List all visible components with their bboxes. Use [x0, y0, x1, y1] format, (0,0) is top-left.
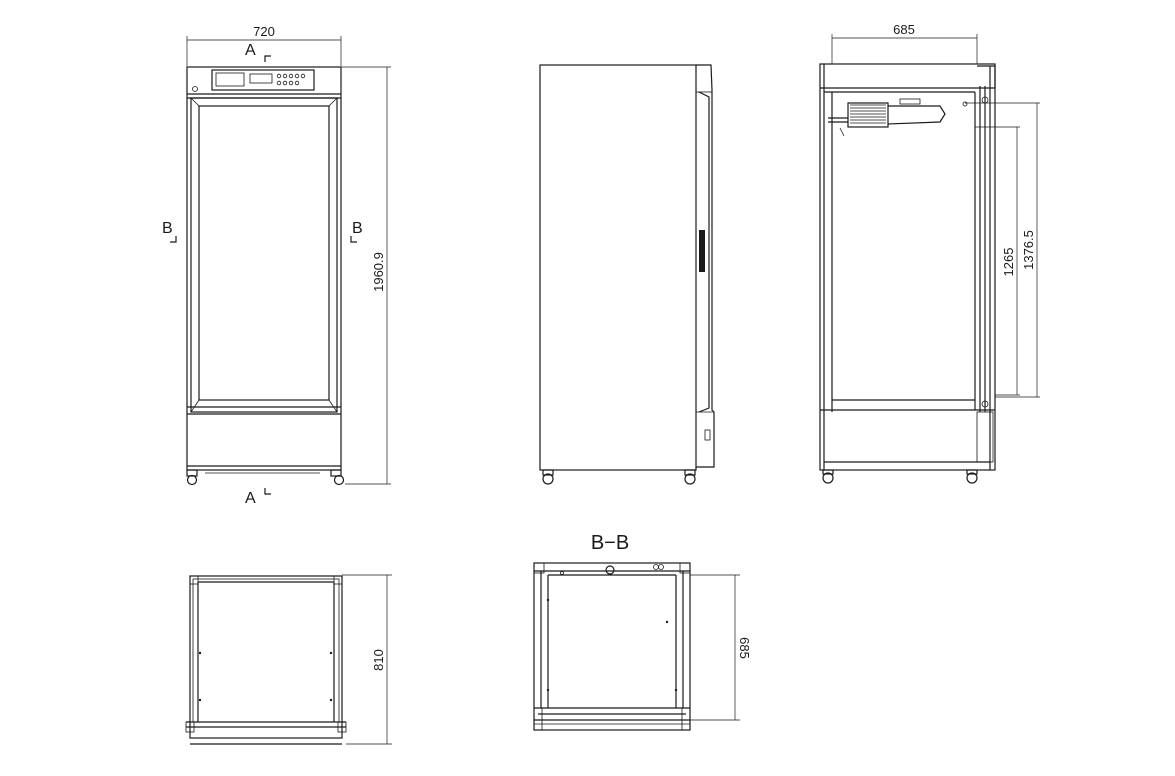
top-view: 810	[185, 574, 392, 745]
display-screen	[215, 72, 245, 87]
caster-back	[684, 473, 696, 485]
side-section-view: 685 1376.5	[819, 22, 1040, 484]
evaporator-unit	[847, 102, 889, 128]
section-b-left-label: B	[162, 220, 173, 237]
section-bb-depth-dim: 685	[737, 637, 752, 659]
section-a-bottom-label: A	[245, 490, 256, 507]
door-handle	[699, 230, 705, 272]
caster-left	[186, 474, 198, 486]
section-caster-back	[966, 472, 978, 484]
section-bb-title: B−B	[591, 532, 629, 554]
top-depth-dim: 810	[371, 649, 386, 671]
side-view	[539, 64, 715, 485]
section-cabinet-outline	[819, 63, 996, 471]
front-view: 720 A	[162, 24, 391, 507]
front-cabinet-outline	[186, 66, 342, 471]
drain-port	[605, 565, 615, 575]
section-dim-1376: 1376.5	[1021, 230, 1036, 270]
section-caster-front	[822, 472, 834, 484]
front-door	[190, 97, 338, 413]
readout-window	[249, 73, 273, 84]
side-cabinet-outline	[539, 64, 697, 471]
front-width-dim: 720	[253, 24, 275, 39]
section-bb-view: B−B 685	[533, 532, 752, 731]
front-height-dim: 1960.9	[371, 252, 386, 292]
top-cabinet-outline	[189, 575, 343, 739]
caster-right	[333, 474, 345, 486]
section-dim-1265: 1265	[1001, 248, 1016, 277]
control-panel	[211, 69, 315, 91]
caster-front	[542, 473, 554, 485]
section-width-dim: 685	[893, 22, 915, 37]
section-b-right-label: B	[352, 220, 363, 237]
section-a-top-label: A	[245, 42, 256, 59]
lock-icon	[192, 86, 198, 92]
section-bb-outline	[533, 562, 691, 731]
door-glass	[198, 105, 330, 401]
